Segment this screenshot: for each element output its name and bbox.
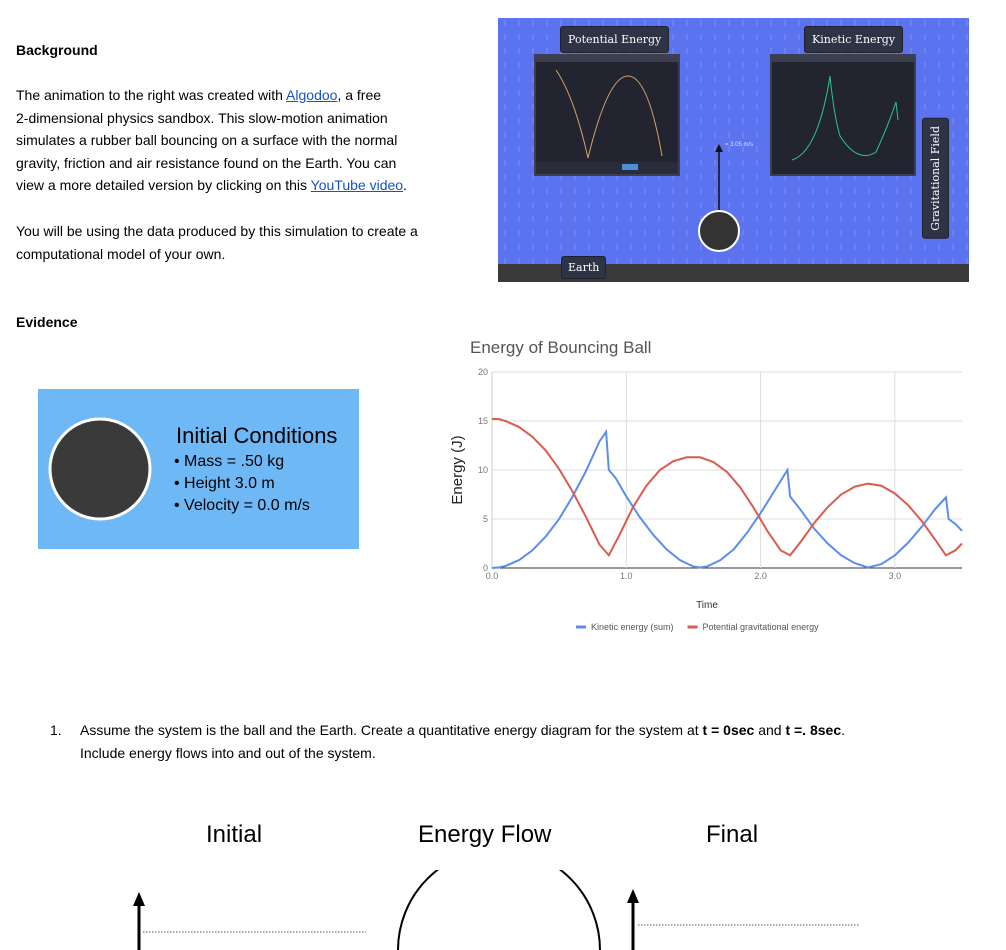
question-number: 1.: [50, 722, 62, 738]
text-line: computational model of your own.: [16, 245, 226, 262]
initial-conditions-box: Initial Conditions • Mass = .50 kg • Hei…: [38, 389, 359, 549]
initial-condition-item: • Height 3.0 m: [174, 475, 275, 492]
text-span: .: [403, 177, 407, 193]
x-tick-label: 3.0: [889, 571, 902, 581]
energy-diagram-area: [133, 870, 860, 950]
sim-ball-overlay: [698, 144, 740, 252]
diagram-final-label: Final: [706, 821, 759, 848]
background-heading: Background: [16, 42, 98, 58]
x-tick-label: 2.0: [754, 571, 767, 581]
text-line: gravity, friction and air resistance fou…: [16, 154, 397, 171]
energy-flow-circle: [397, 870, 601, 950]
y-tick-label: 0: [483, 563, 488, 573]
x-axis-label: Time: [696, 600, 718, 611]
sim-label-potential: Potential Energy: [560, 26, 670, 53]
sim-potential-graph: [536, 56, 678, 174]
text-span: The animation to the right was created w…: [16, 87, 287, 103]
chart-title: Energy of Bouncing Ball: [470, 338, 652, 357]
sim-label-kinetic: Kinetic Energy: [804, 26, 904, 53]
question-text: Assume the system is the ball and the Ea…: [80, 719, 980, 765]
series-line-0: [491, 428, 963, 569]
series-line-1: [492, 418, 963, 558]
text-span: and: [754, 722, 786, 738]
y-tick-label: 10: [478, 465, 488, 475]
final-arrowhead: [627, 889, 639, 903]
algodoo-simulation-image: Potential Energy Kinetic Energy Gravitat…: [498, 18, 969, 282]
algodoo-link[interactable]: Algodoo: [286, 87, 338, 103]
initial-arrowhead: [133, 892, 145, 906]
text-line: Include energy flows into and out of the…: [80, 745, 376, 761]
sim-kinetic-graph-window: [770, 54, 916, 176]
sim-kinetic-graph: [772, 56, 914, 161]
diagram-flow-label: Energy Flow: [418, 821, 552, 848]
background-paragraph-2: You will be using the data produced by t…: [16, 220, 486, 265]
ball-image: [48, 417, 152, 521]
text-span: , a free: [337, 87, 382, 103]
y-tick-label: 5: [483, 514, 488, 524]
y-tick-label: 15: [478, 416, 488, 426]
x-tick-label: 1.0: [620, 571, 633, 581]
sim-ball: [698, 210, 740, 252]
sim-potential-graph-window: [534, 54, 680, 176]
text-bold: t = 0sec: [702, 722, 755, 738]
background-paragraph-1: The animation to the right was created w…: [16, 84, 486, 197]
text-span: view a more detailed version by clicking…: [16, 177, 311, 193]
item-text: Mass = .50 kg: [184, 453, 285, 470]
initial-condition-item: • Velocity = 0.0 m/s: [174, 497, 310, 514]
sim-ground: [498, 264, 969, 282]
youtube-video-link[interactable]: YouTube video: [310, 177, 404, 193]
text-line: 2-dimensional physics sandbox. This slow…: [16, 109, 388, 126]
initial-conditions-list: • Mass = .50 kg • Height 3.0 m • Velocit…: [174, 451, 310, 517]
sim-label-earth: Earth: [561, 256, 607, 279]
legend-label: Kinetic energy (sum): [591, 622, 674, 632]
diagram-initial-label: Initial: [206, 821, 263, 848]
y-axis-label: Energy (J): [449, 435, 466, 504]
text-line: simulates a rubber ball bouncing on a su…: [16, 132, 398, 148]
initial-condition-item: • Mass = .50 kg: [174, 453, 285, 470]
legend-label: Potential gravitational energy: [703, 622, 820, 632]
text-span: Assume the system is the ball and the Ea…: [80, 722, 703, 738]
sim-velocity-readout: = 3.05 m/s: [725, 142, 754, 148]
text-line: You will be using the data produced by t…: [16, 223, 418, 239]
initial-conditions-title: Initial Conditions: [176, 423, 338, 448]
text-bold: t =. 8sec: [785, 722, 842, 738]
item-text: Height 3.0 m: [184, 475, 275, 492]
evidence-heading: Evidence: [16, 314, 78, 330]
item-text: Velocity = 0.0 m/s: [184, 497, 310, 514]
x-tick-label: 0.0: [486, 571, 499, 581]
text-span: .: [841, 722, 845, 738]
energy-chart: Energy of Bouncing Ball 0 5 10 15 20 0.0 1.0 2.…: [440, 332, 970, 640]
y-tick-label: 20: [478, 367, 488, 377]
